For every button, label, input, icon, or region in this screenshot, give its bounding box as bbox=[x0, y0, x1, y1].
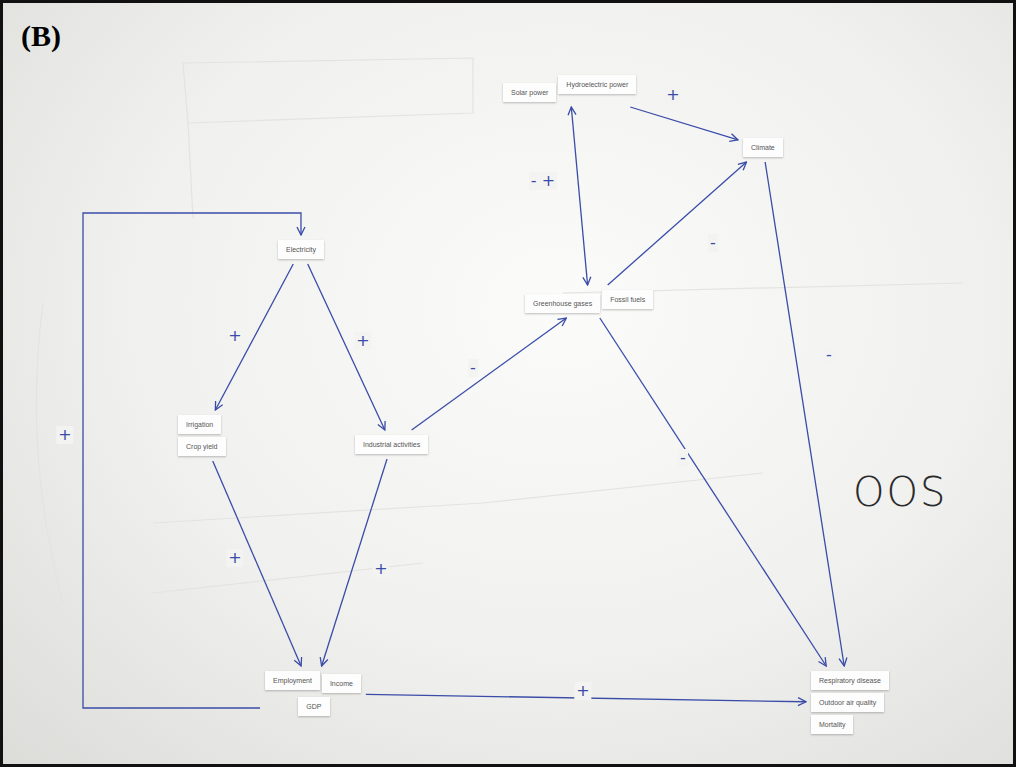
whiteboard-ghost-marks bbox=[3, 3, 1016, 767]
factor-group: Climate bbox=[743, 138, 783, 157]
factor-card: Industrial activities bbox=[355, 435, 428, 454]
handwritten-note: OOS bbox=[853, 469, 947, 515]
ghost-mark bbox=[188, 123, 193, 218]
causal-link bbox=[213, 461, 301, 666]
ghost-mark bbox=[183, 58, 473, 123]
causal-link bbox=[308, 264, 385, 430]
factor-group: Greenhouse gasesFossil fuels bbox=[525, 290, 653, 313]
factor-card: Mortality bbox=[811, 715, 853, 734]
causal-link bbox=[600, 318, 826, 666]
polarity-sign: + bbox=[664, 86, 681, 104]
polarity-sign: - bbox=[678, 449, 688, 467]
ghost-mark bbox=[153, 473, 763, 523]
polarity-sign: + bbox=[226, 549, 243, 567]
factor-group: Respiratory diseaseOutdoor air qualityMo… bbox=[811, 671, 889, 734]
factor-card: GDP bbox=[298, 697, 329, 716]
polarity-sign: - bbox=[708, 234, 718, 252]
factor-group: EmploymentIncomeGDP bbox=[265, 671, 361, 716]
polarity-sign: - + bbox=[529, 172, 557, 190]
connector-layer bbox=[3, 3, 1016, 767]
causal-link bbox=[215, 264, 293, 410]
causal-link bbox=[412, 318, 567, 430]
factor-card: Irrigation bbox=[178, 415, 221, 434]
factor-group: Electricity bbox=[278, 240, 324, 259]
causal-link bbox=[630, 107, 738, 140]
factor-card: Climate bbox=[743, 138, 783, 157]
factor-card: Fossil fuels bbox=[602, 290, 653, 309]
factor-card: Employment bbox=[265, 671, 320, 690]
ghost-mark bbox=[36, 303, 63, 603]
causal-link bbox=[83, 213, 301, 708]
node-layer: Solar powerHydroelectric powerClimateEle… bbox=[3, 3, 1016, 767]
factor-card: Respiratory disease bbox=[811, 671, 889, 690]
polarity-sign: - bbox=[468, 359, 478, 377]
factor-group: Industrial activities bbox=[355, 435, 428, 454]
causal-link bbox=[608, 162, 747, 285]
factor-card: Greenhouse gases bbox=[525, 294, 600, 313]
factor-card: Hydroelectric power bbox=[558, 75, 636, 94]
polarity-sign: - bbox=[824, 346, 834, 364]
factor-card: Income bbox=[322, 674, 361, 693]
factor-card: Electricity bbox=[278, 240, 324, 259]
causal-link bbox=[571, 107, 587, 285]
factor-card: Solar power bbox=[503, 83, 556, 102]
factor-group: Solar powerHydroelectric power bbox=[503, 75, 636, 102]
factor-card: Crop yield bbox=[178, 437, 226, 456]
polarity-sign: + bbox=[354, 332, 371, 350]
panel-letter: (B) bbox=[21, 19, 61, 53]
polarity-sign: + bbox=[56, 426, 73, 444]
polarity-sign: + bbox=[574, 682, 591, 700]
factor-card: Outdoor air quality bbox=[811, 693, 884, 712]
polarity-sign: + bbox=[226, 327, 243, 345]
polarity-sign: + bbox=[372, 560, 389, 578]
factor-group: IrrigationCrop yield bbox=[178, 415, 226, 456]
